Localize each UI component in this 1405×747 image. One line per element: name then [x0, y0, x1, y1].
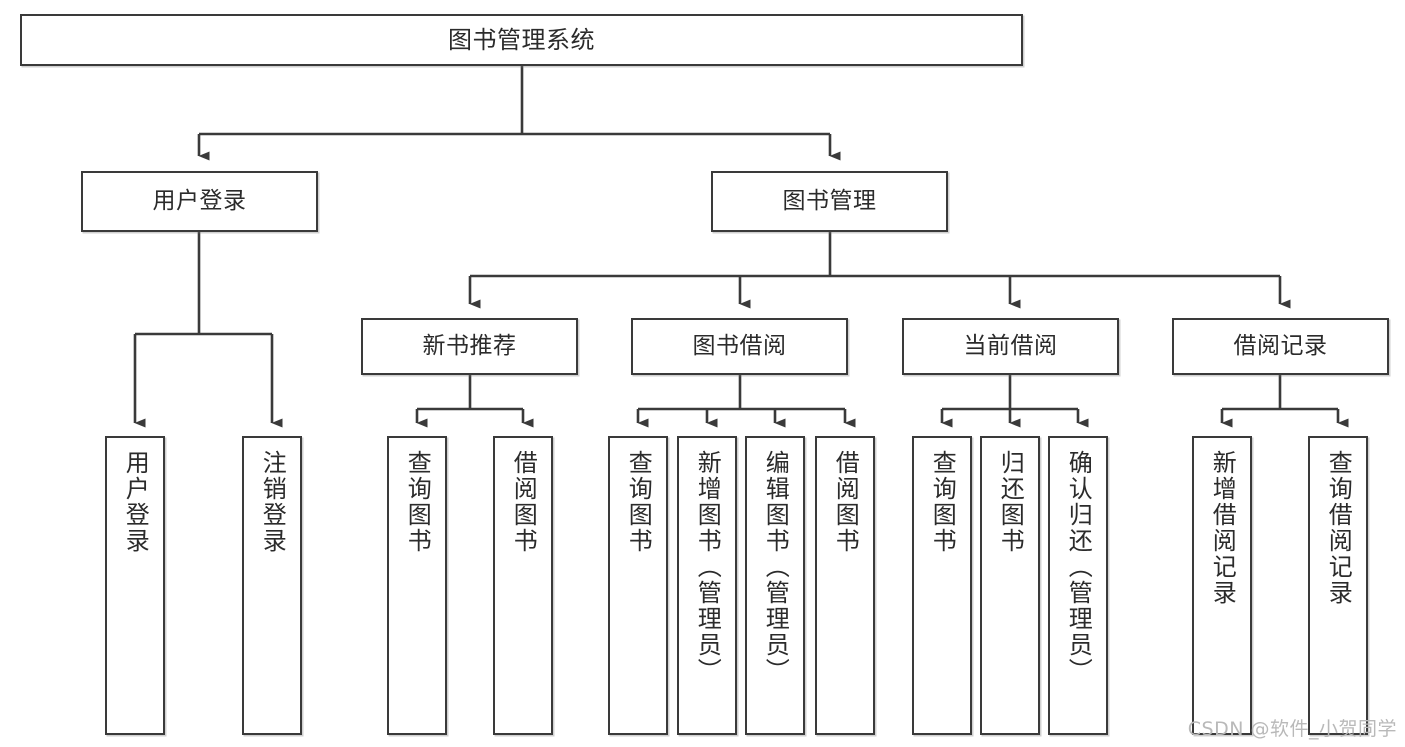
leaf-current-borrow-return-book[interactable]: 归还图书 [980, 436, 1040, 735]
node-label: 注销登录 [258, 450, 287, 554]
leaf-borrow-record-query-record[interactable]: 查询借阅记录 [1308, 436, 1368, 735]
node-book-management[interactable]: 图书管理 [711, 171, 948, 232]
node-label: 查询图书 [403, 450, 432, 554]
node-borrow-record[interactable]: 借阅记录 [1172, 318, 1389, 375]
leaf-book-borrow-query-book[interactable]: 查询图书 [608, 436, 668, 735]
leaf-current-borrow-query-book[interactable]: 查询图书 [912, 436, 972, 735]
leaf-new-book-query-book[interactable]: 查询图书 [387, 436, 447, 735]
node-book-borrow[interactable]: 图书借阅 [631, 318, 848, 375]
node-label: 归还图书 [996, 450, 1025, 554]
leaf-user-login-login[interactable]: 用户登录 [105, 436, 165, 735]
node-label: 查询借阅记录 [1324, 450, 1353, 606]
node-label: 图书管理 [782, 187, 877, 214]
leaf-current-borrow-confirm-return-admin[interactable]: 确认归还（管理员） [1048, 436, 1108, 735]
node-label: 当前借阅 [963, 332, 1058, 359]
node-user-login[interactable]: 用户登录 [81, 171, 318, 232]
node-label: 查询图书 [928, 450, 957, 554]
node-label: 确认归还（管理员） [1064, 450, 1093, 684]
leaf-user-login-logout[interactable]: 注销登录 [242, 436, 302, 735]
node-label: 借阅图书 [509, 450, 538, 554]
leaf-book-borrow-add-book-admin[interactable]: 新增图书（管理员） [677, 436, 737, 735]
node-label: 新增借阅记录 [1208, 450, 1237, 606]
node-label: 编辑图书（管理员） [761, 450, 790, 684]
node-label: 图书借阅 [692, 332, 787, 359]
node-label: 新书推荐 [422, 332, 517, 359]
node-label: 新增图书（管理员） [693, 450, 722, 684]
leaf-book-borrow-borrow-book[interactable]: 借阅图书 [815, 436, 875, 735]
node-label: 借阅记录 [1233, 332, 1328, 359]
node-label: 查询图书 [624, 450, 653, 554]
leaf-new-book-borrow-book[interactable]: 借阅图书 [493, 436, 553, 735]
node-root-book-management-system[interactable]: 图书管理系统 [20, 14, 1023, 66]
node-label: 图书管理系统 [448, 25, 595, 54]
node-label: 借阅图书 [831, 450, 860, 554]
node-current-borrow[interactable]: 当前借阅 [902, 318, 1119, 375]
node-new-book-recommend[interactable]: 新书推荐 [361, 318, 578, 375]
csdn-watermark: CSDN @软件_小贺同学 [1187, 718, 1397, 740]
leaf-borrow-record-add-record[interactable]: 新增借阅记录 [1192, 436, 1252, 735]
node-label: 用户登录 [152, 187, 247, 214]
leaf-book-borrow-edit-book-admin[interactable]: 编辑图书（管理员） [745, 436, 805, 735]
node-label: 用户登录 [121, 450, 150, 554]
